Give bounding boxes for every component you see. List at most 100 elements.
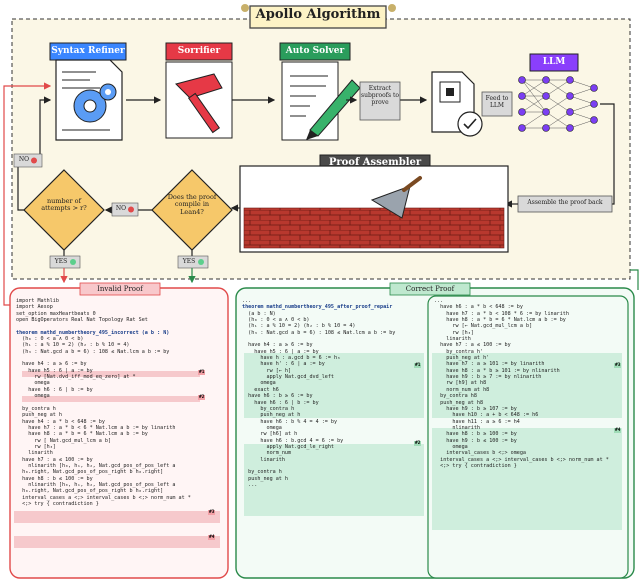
green-dot-icon xyxy=(198,259,204,265)
code-line: have h7 : a ≤ 100 := by xyxy=(16,456,93,463)
code-line: rw [← h] xyxy=(242,367,292,374)
document-gear-icon xyxy=(55,59,123,141)
code-line: by_contra h xyxy=(16,405,56,412)
no-label-box xyxy=(111,202,139,217)
code-line: by_contra h xyxy=(242,405,295,412)
yes-box-1 xyxy=(49,255,81,269)
code-line: h₀.right, Nat.gcd_pos_of_pos_right b h₀.… xyxy=(16,469,164,476)
code-line: have h8 : a * b = 6 * Nat.lcm a b := by xyxy=(434,317,566,324)
no-label: NO xyxy=(115,205,127,212)
gear-icon xyxy=(241,4,249,12)
code-line: have h4 : a ≥ 6 := by xyxy=(16,361,87,368)
code-line: ... xyxy=(242,298,252,304)
code-line: have h6 : b % 4 = 4 := by xyxy=(242,418,338,425)
code-line: have h8 : a * b ≥ 101 := by nlinarith xyxy=(434,367,560,374)
code-line: interval_cases a <;> interval_cases b <;… xyxy=(434,456,609,463)
extract-label: Extract subproofs to prove xyxy=(361,85,399,106)
code-line: open BigOperators Real Nat Topology Rat … xyxy=(16,317,148,324)
code-line: linarith xyxy=(242,456,285,463)
code-line: push_neg at h' xyxy=(434,355,490,362)
code-line: have h6 : a * b < 648 := by xyxy=(434,304,523,311)
code-line: norm_num at h8 xyxy=(434,386,490,393)
red-dot-icon xyxy=(31,157,37,164)
code-line: (h₁ : a % 10 = 2) (h₂ : b % 10 = 4) xyxy=(16,342,130,349)
title-box xyxy=(249,5,387,29)
code-line: (h₃ : Nat.gcd a b = 6) : 108 ≤ Nat.lcm a… xyxy=(16,348,170,355)
fix-highlight-1 xyxy=(244,353,424,418)
code-line: (h₀ : 0 < a ∧ 0 < b) xyxy=(16,336,84,343)
code-line: push_neg at h8 xyxy=(434,399,484,406)
code-line: import Aesop xyxy=(16,304,53,311)
code-line: have h8 : b ≤ 100 := by xyxy=(16,475,93,482)
code-line: have h9 : b ≥ 7 := by nlinarith xyxy=(434,374,542,381)
code-line: rw [h6] at h xyxy=(242,431,298,438)
tag-1: #1 xyxy=(414,363,422,368)
auto-solver-label: Auto Solver xyxy=(285,46,345,56)
auto-solver-header xyxy=(279,42,351,61)
code-line: have h' : 6 ∣ a := by xyxy=(242,361,325,368)
fix-highlight-3 xyxy=(432,353,622,418)
correct-proof-code-col1: ...theorem mathd_numbertheory_495_after_… xyxy=(242,298,426,488)
code-line: theorem mathd_numbertheory_495_after_pro… xyxy=(242,304,393,311)
tag-2: #2 xyxy=(198,395,206,400)
code-line: theorem mathd_numbertheory_495_incorrect… xyxy=(16,329,170,336)
hammer-icon xyxy=(165,61,233,139)
gear-icon xyxy=(388,4,396,12)
code-line: have h9 : b ≤ 100 := by xyxy=(434,437,517,444)
code-line: (h₃ : Nat.gcd a b = 6) : 108 ≤ Nat.lcm a… xyxy=(242,329,396,336)
code-line: interval_cases a <;> interval_cases b <;… xyxy=(16,494,191,501)
code-line: omega xyxy=(16,380,50,387)
fix-highlight-4 xyxy=(432,428,622,530)
code-line: have h7 : a ≤ 100 := by xyxy=(434,342,511,349)
code-line: have h5 : 6 ∣ a := by xyxy=(242,348,319,355)
llm-header xyxy=(529,53,579,72)
green-dot-icon xyxy=(70,259,76,265)
code-line: have h8 : b ≥ 100 := by xyxy=(434,431,517,438)
sorrifier-header xyxy=(165,42,233,61)
code-line: apply Nat.gcd_dvd_left xyxy=(242,374,335,381)
neural-network-icon xyxy=(518,76,598,132)
code-line: ... xyxy=(242,481,258,488)
code-line: apply Nat.gcd_le_right xyxy=(242,443,335,450)
fix-highlight-2 xyxy=(244,444,424,516)
trowel-icon xyxy=(370,176,422,219)
code-line: import Mathlib xyxy=(16,298,59,304)
invalid-title-tab xyxy=(79,282,161,296)
code-line: (a b : N) xyxy=(242,310,276,317)
sorrifier-label: Sorrifier xyxy=(177,46,221,56)
code-line: rw [h₃] xyxy=(434,329,474,336)
llm-label: LLM xyxy=(542,57,566,67)
tag-1: #1 xyxy=(198,370,206,375)
code-line: rw [Nat.dvd_iff_mod_eq_zero] at * xyxy=(16,374,136,381)
code-line: by_contra h' xyxy=(434,348,484,355)
code-line: nlinarith [h₀, h₁, h₂, Nat.gcd_pos_of_po… xyxy=(16,462,176,469)
tag-4: #4 xyxy=(614,428,622,433)
code-line: (h₁ : a % 10 = 2) (h₂ : b % 10 = 4) xyxy=(242,323,356,330)
code-line: have h6 : b.gcd 4 = 6 := by xyxy=(242,437,344,444)
pencil-document-icon xyxy=(281,61,361,141)
tag-2: #2 xyxy=(414,441,422,446)
code-line: norm_num xyxy=(242,450,292,457)
chip-check-icon xyxy=(431,71,483,137)
brick-wall-icon xyxy=(243,207,505,249)
code-line: have h6 : 6 ∣ b := by xyxy=(242,399,319,406)
proof-assembler-label: Proof Assembler xyxy=(328,157,422,168)
code-line: rw [h₃] xyxy=(16,443,56,450)
code-line: have h4 : a ≥ 6 := by xyxy=(242,342,313,349)
tag-4: #4 xyxy=(208,535,216,540)
code-line: have h7 : a * b < 108 * 6 := by linarith xyxy=(434,310,569,317)
code-line: omega xyxy=(242,380,276,387)
correct-title-tab xyxy=(389,282,471,296)
code-line: push_neg at h xyxy=(242,412,301,419)
yes-box-2 xyxy=(177,255,209,269)
assemble-label: Assemble the proof back xyxy=(527,199,603,206)
code-line: ... xyxy=(434,298,444,304)
code-line: have h7 : a ≥ 101 := by linarith xyxy=(434,361,545,368)
compile-question: Does the proof compile in Lean4? xyxy=(167,193,217,216)
error-highlight-3 xyxy=(14,511,220,523)
code-line: have h9 : b ≥ 107 := by xyxy=(434,405,517,412)
correct-proof-title: Correct Proof xyxy=(405,285,455,293)
error-highlight-4 xyxy=(14,536,220,548)
attempts-question: number of attempts > r? xyxy=(41,197,87,213)
